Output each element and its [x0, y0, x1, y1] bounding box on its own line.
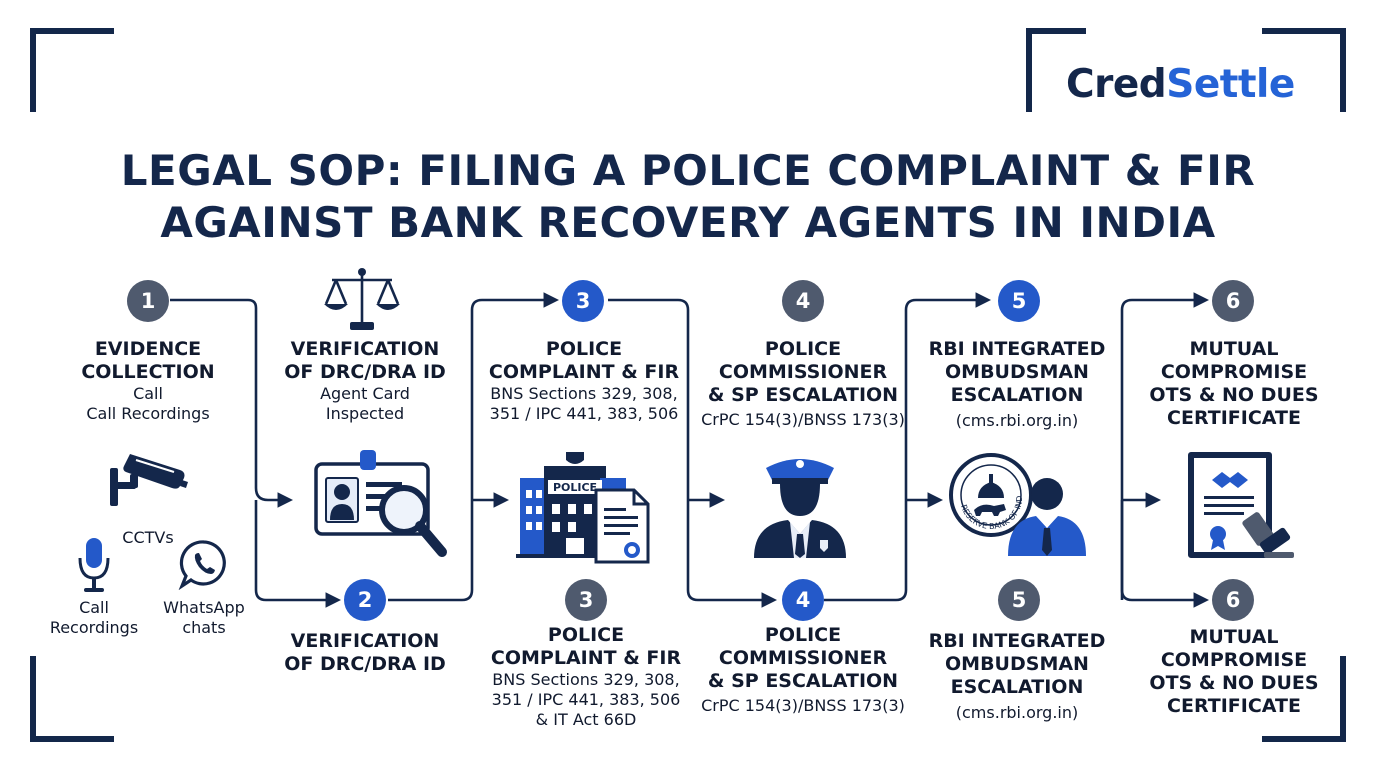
page-title-line1: LEGAL SOP: FILING A POLICE COMPLAINT & F… [120, 146, 1256, 195]
connector-1-to-2a [170, 298, 294, 508]
page-title-line2: AGAINST BANK RECOVERY AGENTS IN INDIA [160, 198, 1216, 247]
police-officer-icon [754, 459, 846, 558]
microphone-icon [78, 538, 110, 592]
id-card-magnifier-icon [314, 450, 447, 557]
step-1-number: 1 [127, 280, 169, 322]
brand-logo: CredSettle [1066, 62, 1295, 107]
step-6-label: MUTUAL COMPROMISE OTS & NO DUES CERTIFIC… [1149, 338, 1319, 429]
police-sign-text: POLICE [553, 481, 597, 494]
connector-5-to-6b [1120, 500, 1210, 608]
step-6b-label: MUTUAL COMPROMISE OTS & NO DUES CERTIFIC… [1149, 626, 1319, 717]
whatsapp-icon [178, 540, 226, 590]
step-6b-number: 6 [1212, 579, 1254, 621]
step-2b-label: VERIFICATION OF DRC/DRA ID [284, 630, 446, 675]
connector-4-to-5 [824, 292, 992, 602]
scales-icon [324, 268, 400, 330]
mic-caption: Call Recordings [49, 598, 139, 637]
document-icon [594, 488, 650, 564]
whatsapp-caption: WhatsApp chats [163, 598, 245, 637]
step-4b-number: 4 [782, 579, 824, 621]
rbi-seal-icon: RESERVE BANK OF INDIA [948, 452, 1033, 537]
step-3b-number: 3 [565, 579, 607, 621]
step-3b-label: POLICE COMPLAINT & FIR BNS Sections 329,… [490, 624, 682, 729]
step-4-number: 4 [782, 280, 824, 322]
step-1-label: EVIDENCE COLLECTION Call Call Recordings [81, 338, 215, 423]
step-5-label: RBI INTEGRATED OMBUDSMAN ESCALATION (cms… [928, 338, 1106, 430]
cctv-caption: CCTVs [122, 528, 174, 547]
certificate-stamp-icon [1188, 452, 1294, 558]
cctv-icon [110, 454, 188, 506]
step-5-number: 5 [998, 280, 1040, 322]
step-2-number: 2 [344, 579, 386, 621]
step-3-label: POLICE COMPLAINT & FIR BNS Sections 329,… [488, 338, 680, 423]
step-5b-label: RBI INTEGRATED OMBUDSMAN ESCALATION (cms… [928, 630, 1106, 722]
ombudsman-person-icon [1008, 478, 1086, 556]
connector-5-to-6 [1120, 292, 1210, 600]
step-2-label: VERIFICATION OF DRC/DRA ID Agent Card In… [284, 338, 446, 423]
step-4b-label: POLICE COMMISSIONER & SP ESCALATION CrPC… [701, 624, 905, 715]
step-3-number: 3 [562, 280, 604, 322]
step-5b-number: 5 [998, 579, 1040, 621]
connector-3-to-4 [608, 298, 778, 608]
step-4-label: POLICE COMMISSIONER & SP ESCALATION CrPC… [701, 338, 905, 429]
connector-1-to-2b [254, 500, 342, 608]
connector-2-to-3 [388, 292, 560, 602]
step-6-number: 6 [1212, 280, 1254, 322]
